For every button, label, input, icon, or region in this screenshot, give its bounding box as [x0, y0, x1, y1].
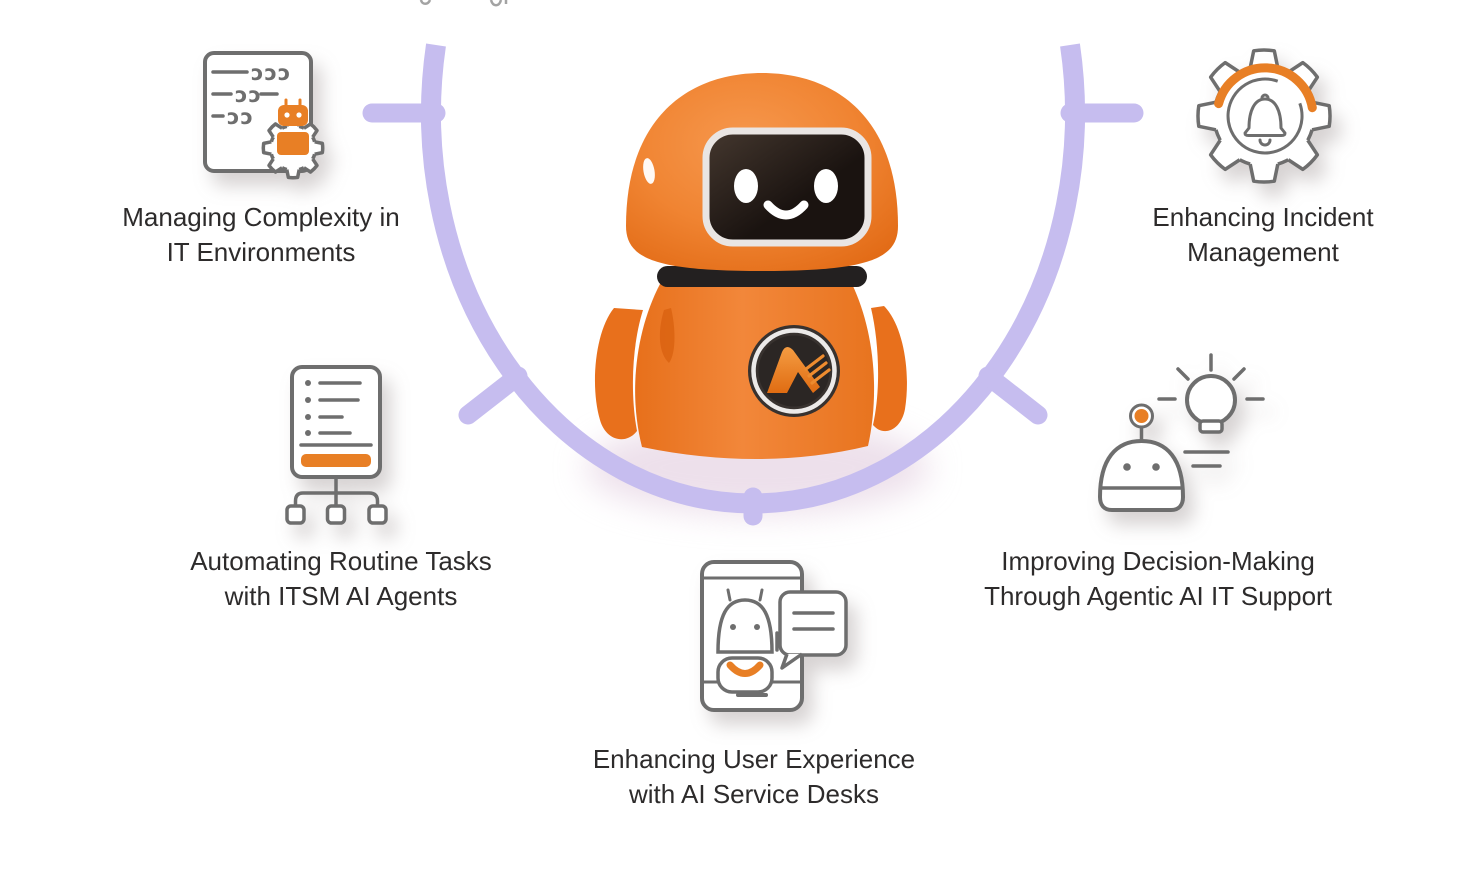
label-automating-routine-tasks: Automating Routine Tasks with ITSM AI Ag…: [131, 544, 551, 614]
mini-robot: [277, 98, 309, 155]
code-curls-row2: ɔɔ: [235, 83, 262, 107]
label-improving-decision-making: Improving Decision-Making Through Agenti…: [948, 544, 1368, 614]
gear-bell-icon: [1196, 48, 1332, 184]
chatbot-smile: [726, 661, 764, 677]
label-enhancing-incident-management: Enhancing Incident Management: [1053, 200, 1473, 270]
idea-bulb: [1157, 353, 1265, 468]
label-line: Improving Decision-Making: [1001, 546, 1315, 576]
label-line: with AI Service Desks: [629, 779, 879, 809]
label-line: IT Environments: [166, 237, 356, 267]
speech-bubble: [778, 590, 848, 670]
chatbot-face: [716, 588, 779, 694]
label-line: with ITSM AI Agents: [224, 581, 458, 611]
torso-shading: [659, 308, 675, 363]
robot-eye-left: [734, 169, 758, 203]
badge-a-mark: [767, 346, 820, 393]
label-line: Automating Routine Tasks: [190, 546, 492, 576]
gauge-arc: [1214, 63, 1317, 113]
chest-badge: [748, 325, 840, 417]
label-line: Managing Complexity in: [122, 202, 400, 232]
robot-eye-right: [814, 169, 838, 203]
code-curls-row3: ɔɔ: [227, 105, 254, 129]
inner-circle: [1226, 77, 1304, 155]
arc-tick-southeast: [978, 366, 1048, 425]
head-highlight: [643, 158, 655, 184]
robot-face-screen: [702, 127, 872, 247]
phone-chatbot-icon: [700, 560, 848, 712]
tasklist-flowchart-icon: [285, 365, 388, 525]
label-line: Enhancing Incident: [1152, 202, 1374, 232]
connector-tree: [293, 477, 380, 506]
label-line: Management: [1187, 237, 1339, 267]
label-line: Through Agentic AI IT Support: [984, 581, 1332, 611]
label-line: Enhancing User Experience: [592, 744, 916, 774]
document-code-gear-robot-icon: ɔɔɔ ɔɔ ɔɔ: [203, 51, 325, 180]
robot-neck-band: [657, 266, 867, 287]
label-managing-complexity: Managing Complexity in IT Environments: [51, 200, 471, 270]
progress-bar: [301, 454, 371, 467]
robot-smile: [763, 200, 809, 220]
code-curls-row1: ɔɔɔ: [251, 61, 291, 85]
mascot-robot: [594, 73, 907, 459]
clipped-title-remnant: [419, 0, 508, 7]
robot-right-arm: [871, 306, 907, 432]
robot-left-arm: [594, 308, 643, 440]
label-enhancing-user-experience: Enhancing User Experience with AI Servic…: [544, 742, 964, 812]
orbit-arc: [362, 43, 1144, 526]
robot-head-outline: [1097, 403, 1186, 512]
bell: [1243, 93, 1287, 147]
arc-tick-southwest: [458, 366, 528, 425]
robot-lightbulb-icon: [1097, 353, 1265, 512]
